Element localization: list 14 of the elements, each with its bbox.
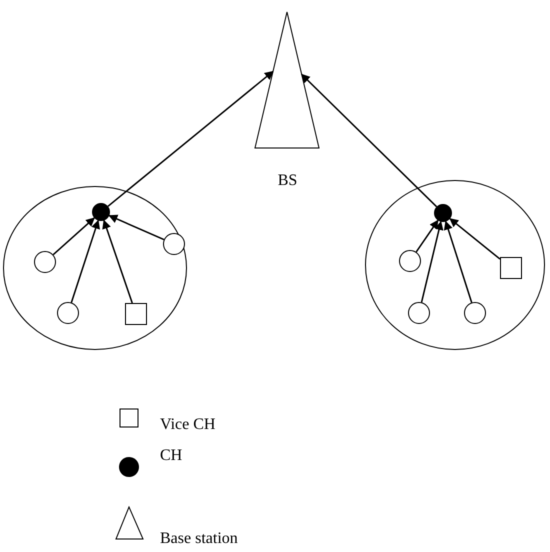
arrow [301, 74, 438, 208]
arrow [70, 220, 100, 303]
arrow [108, 214, 164, 240]
arrow [108, 70, 274, 207]
arrow [444, 220, 472, 303]
arrow [102, 220, 133, 304]
legend-label: CH [160, 447, 182, 465]
legend-label: Vice CH [160, 416, 216, 434]
node-label: BS [278, 172, 298, 190]
arrow [52, 217, 95, 256]
arrow [449, 218, 500, 260]
legend-label: Base station [160, 530, 238, 548]
arrow [416, 220, 439, 252]
arrow [420, 220, 444, 302]
